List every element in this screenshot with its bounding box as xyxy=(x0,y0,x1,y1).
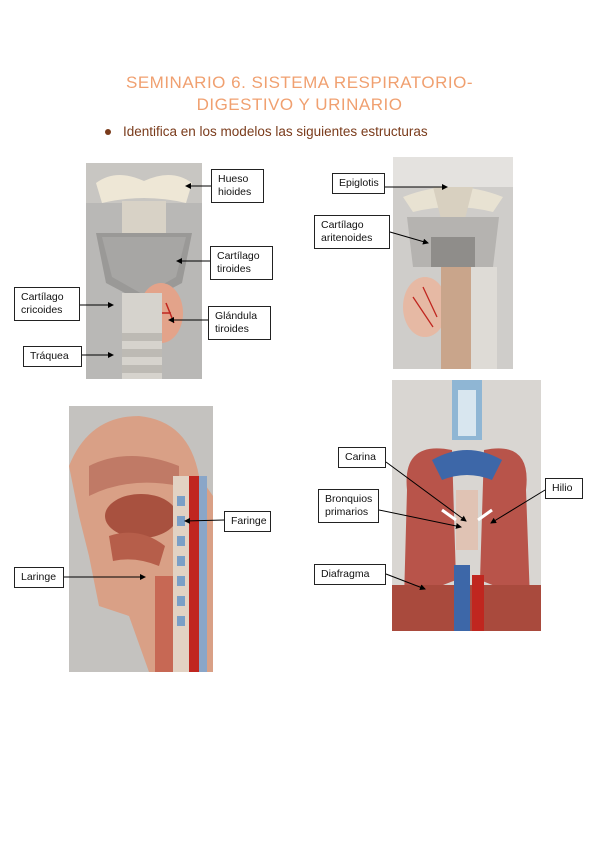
label-traquea: Tráquea xyxy=(23,346,82,367)
sagittal-head-photo xyxy=(69,406,213,672)
instruction-text: Identifica en los modelos las siguientes… xyxy=(123,124,428,139)
label-line: Tráquea xyxy=(30,350,69,362)
label-line: Laringe xyxy=(21,571,57,583)
label-line: hioides xyxy=(218,186,252,198)
larynx-posterior-photo xyxy=(393,157,513,369)
sagittal-head-illustration xyxy=(69,406,213,672)
label-line: Cartílago xyxy=(321,219,364,231)
label-hueso-hioides: Hueso hioides xyxy=(211,169,264,203)
label-line: Cartílago xyxy=(217,250,260,262)
thorax-model-photo xyxy=(392,380,541,631)
label-cartilago-cricoides: Cartílago cricoides xyxy=(14,287,80,321)
label-line: cricoides xyxy=(21,304,63,316)
label-line: Carina xyxy=(345,451,376,463)
label-line: Hilio xyxy=(552,482,573,494)
instruction-bullet: Identifica en los modelos las siguientes… xyxy=(105,124,428,139)
label-cartilago-aritenoides: Cartílago aritenoides xyxy=(314,215,390,249)
label-bronquios-primarios: Bronquios primarios xyxy=(318,489,379,523)
label-line: Bronquios xyxy=(325,493,373,505)
page-title-line-2: DIGESTIVO Y URINARIO xyxy=(196,95,403,114)
page-title-line-1: SEMINARIO 6. SISTEMA RESPIRATORIO- xyxy=(126,73,473,92)
thorax-model-illustration xyxy=(392,380,541,631)
label-line: tiroides xyxy=(215,323,249,335)
label-laringe: Laringe xyxy=(14,567,64,588)
label-hilio: Hilio xyxy=(545,478,583,499)
label-line: Faringe xyxy=(231,515,267,527)
label-carina: Carina xyxy=(338,447,386,468)
label-line: Diafragma xyxy=(321,568,370,580)
label-line: tiroides xyxy=(217,263,251,275)
label-line: aritenoides xyxy=(321,232,373,244)
label-line: Cartílago xyxy=(21,291,64,303)
label-line: primarios xyxy=(325,506,369,518)
label-glandula-tiroides: Glándula tiroides xyxy=(208,306,271,340)
label-faringe: Faringe xyxy=(224,511,271,532)
label-line: Hueso xyxy=(218,173,249,185)
label-line: Glándula xyxy=(215,310,258,322)
label-diafragma: Diafragma xyxy=(314,564,386,585)
larynx-anterior-illustration xyxy=(86,163,202,379)
bullet-dot-icon xyxy=(105,129,111,136)
label-line: Epiglotis xyxy=(339,177,379,189)
larynx-posterior-illustration xyxy=(393,157,513,369)
larynx-anterior-photo xyxy=(86,163,202,379)
label-cartilago-tiroides: Cartílago tiroides xyxy=(210,246,273,280)
label-epiglotis: Epiglotis xyxy=(332,173,385,194)
